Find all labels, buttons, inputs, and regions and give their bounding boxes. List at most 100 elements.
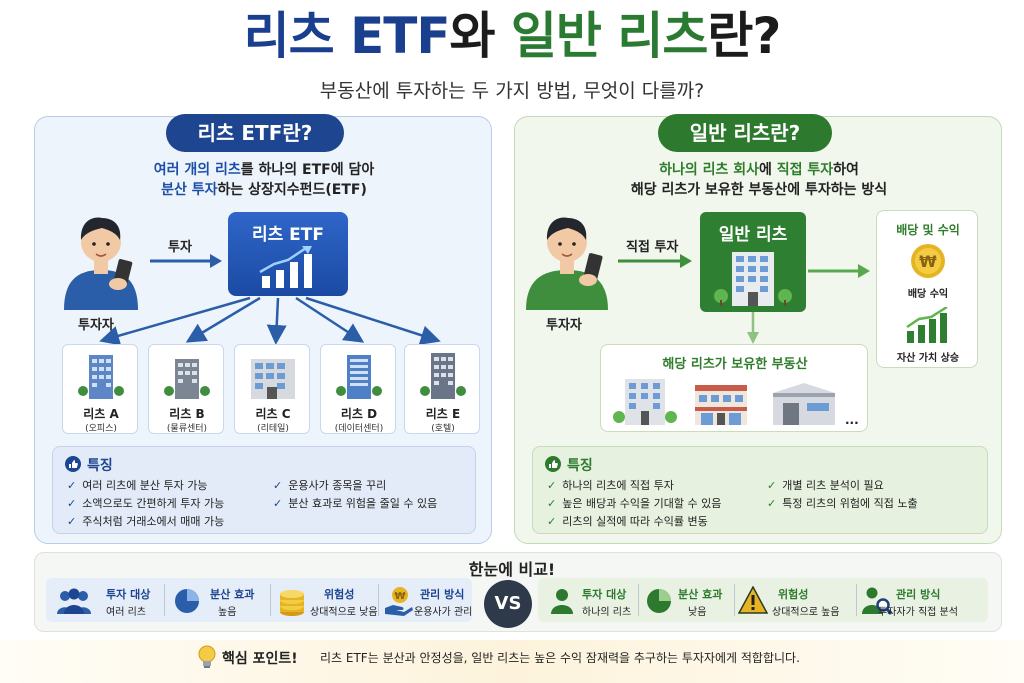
reit-etf-description: 여러 개의 리츠를 하나의 ETF에 담아 분산 투자하는 상장지수펀드(ETF… — [40, 160, 488, 200]
logistics-warehouse-icon — [773, 383, 835, 425]
feature-item: ✓하나의 리츠에 직접 투자 — [547, 479, 674, 492]
direct-invest-arrow-label: 직접 투자 — [626, 240, 679, 255]
compare-value: 여러 리츠 — [106, 607, 146, 618]
reit-owned-property-box: 해당 리츠가 보유한 부동산 ... — [600, 344, 868, 432]
shop-building-icon — [695, 385, 747, 425]
reit-card-type: (오피스) — [85, 424, 117, 434]
reit-card-a: 리츠 A (오피스) — [62, 344, 138, 434]
title-part-question: 란? — [707, 7, 781, 65]
group-people-icon — [57, 588, 91, 614]
compare-value: 투자자가 직접 분석 — [878, 607, 958, 618]
general-reit-box-title: 일반 리츠 — [718, 225, 788, 245]
reit-card-e: 리츠 E (호텔) — [404, 344, 480, 434]
compare-divider — [270, 584, 271, 616]
reit-etf-heading: 리츠 ETF란? — [166, 114, 344, 152]
page-subtitle: 부동산에 투자하는 두 가지 방법, 무엇이 다를까? — [319, 80, 705, 102]
key-point-bar — [0, 640, 1024, 683]
comparison-title: 한눈에 비교! — [468, 560, 556, 579]
compare-divider — [164, 584, 165, 616]
hotel-building-icon — [420, 353, 466, 399]
single-person-icon — [551, 589, 573, 614]
desc-highlight: 분산 투자 — [161, 182, 218, 198]
thumbs-up-icon — [65, 456, 81, 472]
invest-arrow-label-left: 투자 — [168, 240, 192, 255]
reit-to-dividend-arrow — [808, 264, 870, 278]
compare-value: 하나의 리츠 — [582, 607, 632, 618]
feature-item: ✓운용사가 종목을 꾸리 — [273, 479, 387, 492]
reit-etf-features: 특징 ✓여러 리츠에 분산 투자 가능 ✓소액으로도 간편하게 투자 가능 ✓주… — [52, 446, 476, 534]
general-reit-heading: 일반 리츠란? — [658, 114, 832, 152]
direct-invest-arrow — [618, 254, 692, 268]
warehouse-building-icon — [164, 359, 210, 399]
asset-value-growth-label: 자산 가치 상승 — [896, 353, 960, 364]
reit-card-c: 리츠 C (리테일) — [234, 344, 310, 434]
feature-item: ✓특정 리츠의 위험에 직접 노출 — [767, 497, 918, 510]
key-point-text: 리츠 ETF는 분산과 안정성을, 일반 리츠는 높은 수익 잠재력을 추구하는… — [320, 651, 800, 665]
hand-coin-icon: ₩ — [385, 587, 413, 616]
compare-value: 상대적으로 낮음 — [310, 607, 378, 618]
general-reit-box: 일반 리츠 — [700, 212, 806, 312]
desc-highlight: 여러 개의 리츠 — [153, 162, 241, 178]
investor-label-right: 투자자 — [546, 318, 582, 333]
dividend-box-title: 배당 및 수익 — [896, 223, 960, 237]
feature-item: ✓리츠의 실적에 따라 수익률 변동 — [547, 515, 708, 528]
feature-item: ✓소액으로도 간편하게 투자 가능 — [67, 497, 225, 510]
thumbs-up-icon — [545, 456, 561, 472]
general-reit-features: 특징 ✓하나의 리츠에 직접 투자 ✓높은 배당과 수익을 기대할 수 있음 ✓… — [532, 446, 988, 534]
compare-label: 관리 방식 — [896, 588, 941, 601]
compare-divider — [856, 584, 857, 616]
investor-illustration-left — [64, 217, 138, 310]
title-part-etf: 리츠 ETF — [243, 7, 451, 65]
apartment-building-icon — [613, 379, 677, 425]
property-more-ellipsis: ... — [845, 413, 859, 427]
compare-label: 위험성 — [324, 588, 355, 601]
compare-label: 관리 방식 — [420, 588, 465, 601]
lightbulb-icon — [198, 645, 216, 668]
desc-text: 하는 상장지수펀드(ETF) — [217, 182, 367, 198]
compare-divider — [638, 584, 639, 616]
won-coin-icon: ₩ — [911, 244, 945, 278]
desc-text: 하여 — [833, 162, 859, 178]
invest-arrow-left — [150, 254, 222, 268]
feature-item: ✓주식처럼 거래소에서 매매 가능 — [67, 515, 225, 528]
compare-label: 위험성 — [778, 588, 809, 601]
reit-card-type: (리테일) — [257, 424, 289, 434]
reit-company-building-icon — [714, 252, 792, 306]
reit-etf-box-title: 리츠 ETF — [251, 225, 325, 245]
dividend-income-label: 배당 수익 — [907, 289, 949, 300]
desc-highlight: 하나의 리츠 회사 — [659, 162, 759, 178]
feature-item: ✓개별 리츠 분석이 필요 — [767, 479, 884, 492]
dividend-and-return-box: 배당 및 수익 ₩ 배당 수익 자산 가치 상승 — [876, 210, 978, 368]
datacenter-building-icon — [336, 355, 382, 399]
reit-card-name: 리츠 B — [169, 407, 205, 421]
retail-building-icon — [251, 359, 295, 399]
reit-card-type: (데이터센터) — [334, 424, 384, 434]
compare-label: 투자 대상 — [106, 588, 151, 601]
warning-icon — [738, 586, 768, 614]
features-title: 특징 — [87, 458, 113, 474]
reit-card-name: 리츠 E — [425, 407, 461, 421]
feature-item: ✓분산 효과로 위험을 줄일 수 있음 — [273, 497, 438, 510]
general-reit-description: 하나의 리츠 회사에 직접 투자하여 해당 리츠가 보유한 부동산에 투자하는 … — [520, 160, 998, 200]
features-title: 특징 — [567, 458, 593, 474]
compare-divider — [378, 584, 379, 616]
person-magnifier-icon — [862, 587, 892, 615]
title-part-and: 와 — [449, 7, 511, 65]
feature-item: ✓높은 배당과 수익을 기대할 수 있음 — [547, 497, 722, 510]
compare-label: 투자 대상 — [582, 588, 627, 601]
office-building-icon — [78, 355, 124, 399]
comparison-general-reit: 투자 대상 하나의 리츠 분산 효과 낮음 위험성 상대적으로 높음 관리 방식… — [538, 578, 988, 622]
compare-divider — [734, 584, 735, 616]
reit-card-type: (물류센터) — [166, 424, 208, 434]
compare-label: 분산 효과 — [678, 588, 723, 601]
versus-badge: VS — [484, 580, 532, 628]
title-part-reit: 일반 리츠 — [510, 7, 708, 65]
compare-value: 낮음 — [688, 607, 707, 618]
rising-bar-chart-icon — [259, 246, 312, 288]
compare-value: 높음 — [218, 607, 237, 618]
reit-card-type: (호텔) — [431, 424, 455, 434]
desc-text: 에 — [758, 162, 777, 178]
desc-highlight: 직접 투자 — [776, 162, 834, 178]
asset-growth-chart-icon — [906, 307, 948, 343]
reit-card-b: 리츠 B (물류센터) — [148, 344, 224, 434]
